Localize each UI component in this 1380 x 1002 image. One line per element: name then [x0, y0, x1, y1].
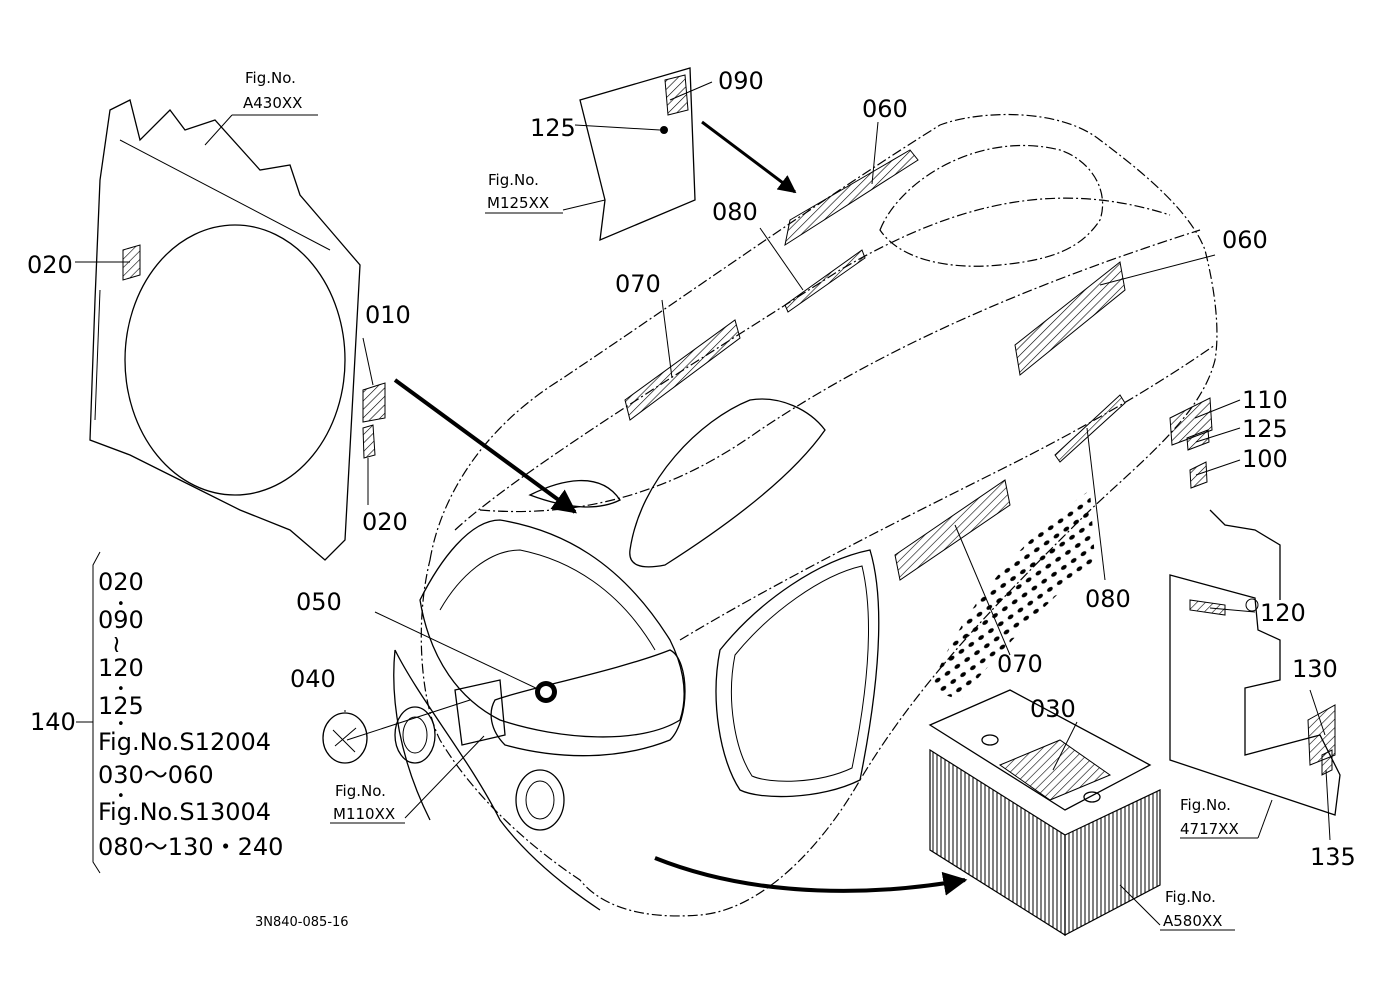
callout-110: 110 [1242, 386, 1288, 414]
callout-090: 090 [718, 67, 764, 95]
decal-060-top [784, 149, 919, 247]
set-legend: 140 020 • 090 ≀ 120 • 125 • Fig.No.S1200… [30, 551, 283, 874]
fig-ref-a430-label: Fig.No. [245, 69, 296, 87]
callout-120: 120 [1260, 599, 1306, 627]
decal-070-side [894, 479, 1011, 581]
fig-ref-4717-code: 4717XX [1180, 820, 1239, 838]
decal-020-loose [362, 424, 376, 459]
cab-panel [579, 67, 696, 242]
legend-line-5: Fig.No.S12004 [98, 728, 271, 756]
callout-010: 010 [365, 301, 411, 329]
radiator-shroud [89, 99, 361, 561]
callout-070-left: 070 [615, 270, 661, 298]
decal-120 [1189, 599, 1226, 616]
decal-030 [998, 739, 1112, 801]
fig-ref-a430-code: A430XX [243, 94, 302, 112]
callout-125-top: 125 [530, 114, 576, 142]
side-bracket [1169, 509, 1341, 816]
assembly-arrow-battery [654, 856, 968, 896]
decal-125-side [1186, 429, 1210, 451]
legend-line-6: 030～060 [98, 761, 214, 789]
decal-130 [1307, 704, 1336, 766]
figure-refs: Fig.No. A430XX Fig.No. M125XX Fig.No. M1… [243, 69, 1239, 931]
legend-line-3: 120 [98, 654, 144, 682]
callout-080-right: 080 [1085, 585, 1131, 613]
assembly-arrow-panel [701, 120, 797, 194]
callout-080-top: 080 [712, 198, 758, 226]
legend-bullet-3: • [117, 717, 125, 732]
decal-060-right [1014, 261, 1126, 376]
callout-070-right: 070 [997, 650, 1043, 678]
decal-010 [362, 382, 386, 423]
bonnet-hood [393, 113, 1218, 917]
fig-ref-m110-label: Fig.No. [335, 782, 386, 800]
decal-080-top [784, 249, 866, 313]
legend-line-2: 090 [98, 606, 144, 634]
callouts: 010 020 020 030 040 050 060 060 070 070 … [27, 67, 1356, 871]
leader-lines [75, 81, 1331, 926]
callout-050: 050 [296, 588, 342, 616]
fig-ref-4717-label: Fig.No. [1180, 796, 1231, 814]
legend-bullet-4: • [117, 789, 125, 804]
legend-line-1: 020 [98, 568, 144, 596]
legend-line-7: Fig.No.S13004 [98, 798, 271, 826]
decal-135 [1321, 749, 1333, 776]
decal-070-top [624, 319, 741, 421]
drawing-code: 3N840-085-16 [255, 915, 349, 930]
callout-060-top: 060 [862, 95, 908, 123]
callout-060-right: 060 [1222, 226, 1268, 254]
callout-135: 135 [1310, 843, 1356, 871]
battery [928, 689, 1161, 937]
callout-020-left: 020 [27, 251, 73, 279]
callout-100: 100 [1242, 445, 1288, 473]
fig-ref-m125-label: Fig.No. [488, 171, 539, 189]
fig-ref-m125-code: M125XX [487, 194, 549, 212]
decal-020-shroud [122, 244, 141, 281]
callout-125-right: 125 [1242, 415, 1288, 443]
part-040-emblem [322, 712, 368, 764]
hood-decals [624, 149, 1213, 581]
fig-ref-a580-label: Fig.No. [1165, 888, 1216, 906]
callout-130: 130 [1292, 655, 1338, 683]
callout-040: 040 [290, 665, 336, 693]
callout-020-bottom: 020 [362, 508, 408, 536]
legend-bullet-2: • [117, 682, 125, 697]
set-number: 140 [30, 708, 76, 736]
fig-ref-a580-code: A580XX [1163, 912, 1222, 930]
assembly-arrow-shroud [393, 378, 577, 514]
legend-line-4: 125 [98, 692, 144, 720]
legend-line-8: 080～130・240 [98, 833, 283, 861]
callout-030: 030 [1030, 695, 1076, 723]
fig-ref-m110-code: M110XX [333, 805, 395, 823]
legend-tilde: ≀ [112, 630, 121, 658]
legend-bullet-1: • [117, 597, 125, 612]
decal-080-side [1054, 394, 1126, 463]
decal-100 [1189, 461, 1208, 489]
